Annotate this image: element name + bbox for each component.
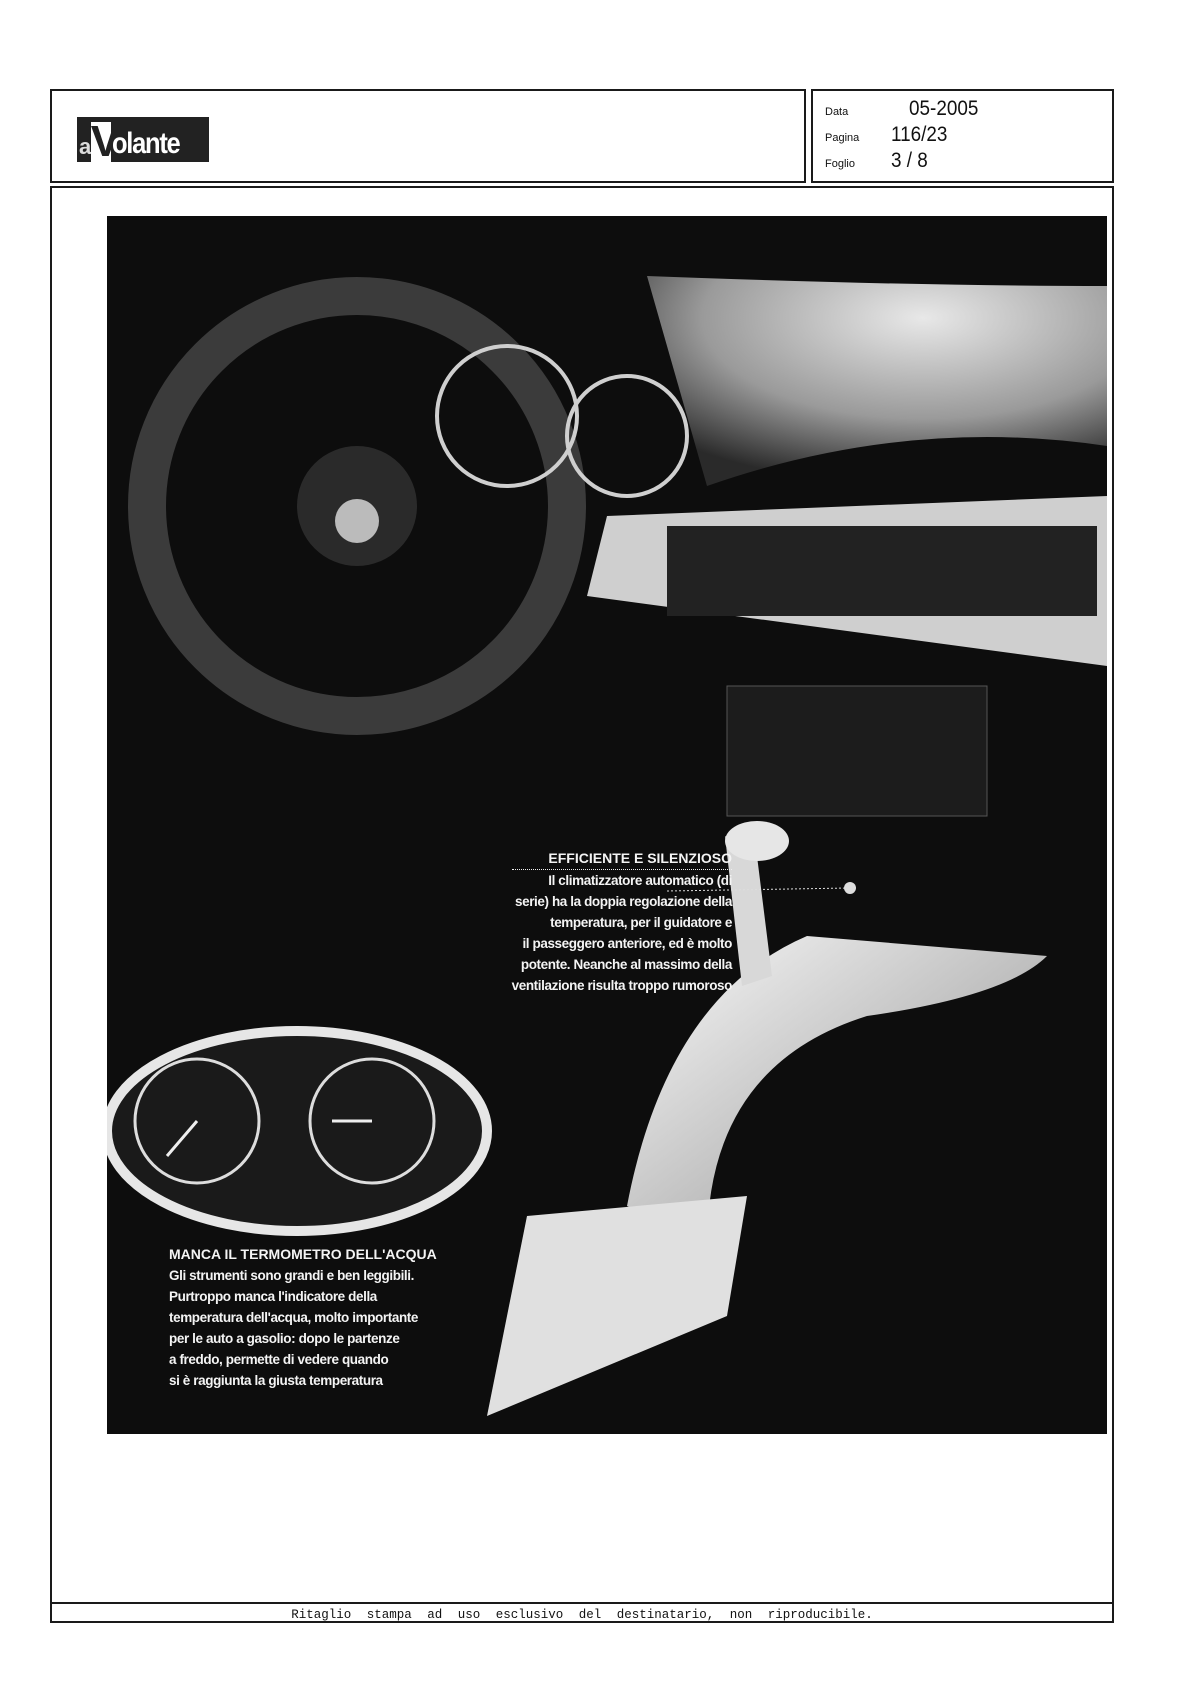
- caption-line: potente. Neanche al massimo della: [520, 957, 733, 972]
- footer-disclaimer: Ritaglio stampa ad uso esclusivo del des…: [291, 1608, 873, 1622]
- caption-line: il passeggero anteriore, ed è molto: [522, 936, 732, 951]
- caption-line: Purtroppo manca l'indicatore della: [169, 1289, 377, 1304]
- meta-label: Data: [825, 106, 849, 118]
- radio-climate-panel: [726, 685, 988, 817]
- meta-date: Data 05-2005: [825, 97, 986, 121]
- gear-knob: [725, 821, 789, 861]
- caption-line: Gli strumenti sono grandi e ben leggibil…: [169, 1268, 414, 1283]
- meta-label: Pagina: [825, 132, 860, 144]
- caption-line: serie) ha la doppia regolazione della: [514, 894, 732, 909]
- caption-thermometer: MANCA IL TERMOMETRO DELL'ACQUA Gli strum…: [169, 1244, 437, 1391]
- caption-line: si è raggiunta la giusta temperatura: [169, 1373, 383, 1388]
- meta-label: Foglio: [825, 158, 855, 170]
- caption-line: Il climatizzatore automatico (di: [548, 873, 732, 888]
- console-tray: [487, 1196, 747, 1416]
- caption-line: temperatura dell'acqua, molto importante: [169, 1310, 419, 1325]
- photo-illustration: [107, 276, 1107, 1416]
- gear-lever: [725, 836, 772, 986]
- inset-speedometer: [133, 1057, 261, 1185]
- meta-page: Pagina 116/23: [825, 123, 954, 147]
- air-vents: [667, 526, 1097, 616]
- header-meta-box: Data 05-2005 Pagina 116/23 Foglio 3 / 8: [811, 89, 1114, 183]
- meta-value: 116/23: [891, 123, 948, 146]
- caption-heading: EFFICIENTE E SILENZIOSO: [511, 848, 732, 870]
- footer-divider: [52, 1602, 1112, 1604]
- caption-heading: MANCA IL TERMOMETRO DELL'ACQUA: [169, 1246, 437, 1262]
- inset-needle: [165, 1120, 199, 1157]
- meta-value: 05-2005: [909, 97, 979, 120]
- caption-line: temperatura, per il guidatore e: [550, 915, 732, 930]
- meta-value: 3 / 8: [891, 149, 928, 172]
- instrument-cluster-inset: [107, 1026, 492, 1236]
- center-console: [627, 936, 1047, 1246]
- caption-line: ventilazione risulta troppo rumoroso: [511, 978, 733, 993]
- tachometer-gauge: [565, 374, 689, 498]
- speedometer-gauge: [435, 344, 579, 488]
- callout-line: [666, 887, 851, 892]
- bmw-logo-icon: [335, 499, 379, 543]
- car-interior-photo: [107, 216, 1107, 1434]
- caption-line: a freddo, permette di vedere quando: [169, 1352, 389, 1367]
- caption-line: per le auto a gasolio: dopo le partenze: [169, 1331, 400, 1346]
- inset-tachometer: [308, 1057, 436, 1185]
- dashboard-top: [647, 276, 1107, 486]
- meta-sheet: Foglio 3 / 8: [825, 149, 932, 173]
- steering-wheel: [128, 277, 586, 735]
- article-clipping: EFFICIENTE E SILENZIOSO Il climatizzator…: [50, 186, 1114, 1623]
- callout-dot: [844, 882, 856, 894]
- caption-climate: EFFICIENTE E SILENZIOSO Il climatizzator…: [511, 848, 733, 996]
